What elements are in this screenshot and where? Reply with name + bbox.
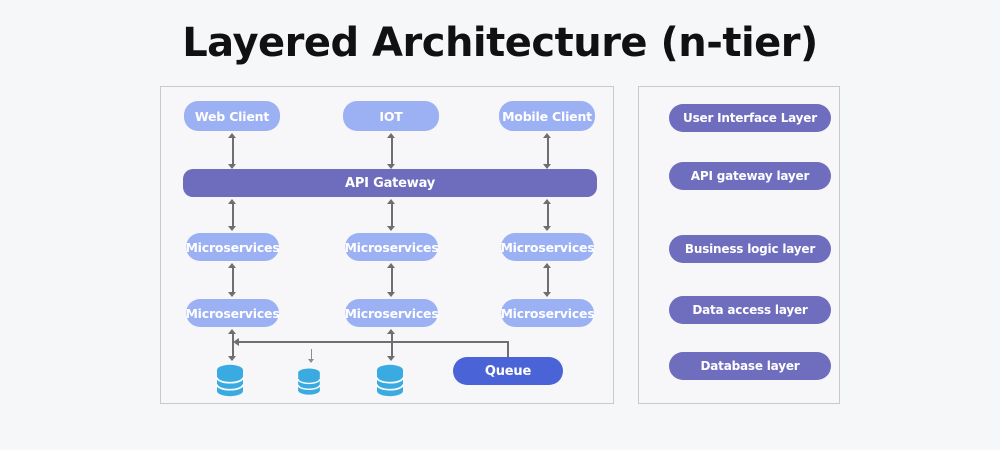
arrow-shaft — [232, 333, 234, 357]
page-title: Layered Architecture (n-tier) — [182, 20, 818, 66]
arrow-queue-line-database-2 — [308, 345, 315, 363]
arrow-mobile-client-gateway — [543, 133, 552, 169]
node-microservice-r2-c3[interactable]: Microservices — [500, 299, 595, 327]
node-microservice-r2-c2[interactable]: Microservices — [344, 299, 439, 327]
arrow-iot-gateway — [387, 133, 396, 169]
node-microservice-r1-c3[interactable]: Microservices — [500, 233, 595, 261]
connector-arrowhead-left — [233, 337, 239, 346]
node-label: Mobile Client — [502, 108, 592, 124]
arrow-gateway-microservice-2 — [387, 199, 396, 231]
node-label: Web Client — [194, 108, 270, 124]
arrow-shaft — [232, 203, 234, 227]
arrowhead-up — [228, 199, 236, 204]
arrowhead-down — [387, 226, 395, 231]
arrow-gateway-microservice-3 — [543, 199, 552, 231]
node-label: API Gateway — [344, 175, 436, 191]
arrow-shaft — [391, 333, 393, 357]
connector-vertical-drop — [507, 341, 509, 359]
layer-item-database[interactable]: Database layer — [669, 352, 831, 380]
node-queue[interactable]: Queue — [453, 357, 563, 385]
node-api-gateway[interactable]: API Gateway — [183, 169, 597, 197]
arrow-shaft — [547, 203, 549, 227]
arrow-microservice-r2c1-database-1 — [228, 329, 237, 361]
database-cylinder-icon — [297, 368, 321, 395]
arrowhead-down — [228, 292, 236, 297]
arrowhead-up — [543, 263, 551, 268]
layer-label: Data access layer — [692, 303, 808, 317]
database-icon-3[interactable] — [372, 363, 408, 399]
node-label: Microservices — [344, 305, 439, 321]
layer-item-data-access[interactable]: Data access layer — [669, 296, 831, 324]
node-iot[interactable]: IOT — [343, 101, 439, 131]
node-web-client[interactable]: Web Client — [184, 101, 280, 131]
arrowhead-up — [387, 263, 395, 268]
node-microservice-r1-c1[interactable]: Microservices — [185, 233, 280, 261]
arrow-microservice-r1c1-r2c1 — [228, 263, 237, 297]
layer-item-business-logic[interactable]: Business logic layer — [669, 235, 831, 263]
node-mobile-client[interactable]: Mobile Client — [499, 101, 595, 131]
layer-label: Database layer — [700, 359, 800, 373]
arrowhead-down — [308, 359, 314, 363]
layer-label: User Interface Layer — [683, 111, 817, 125]
arrowhead-down — [387, 164, 395, 169]
arrowhead-down — [228, 226, 236, 231]
arrowhead-down — [228, 356, 236, 361]
node-label: Microservices — [344, 239, 439, 255]
arrow-shaft — [547, 137, 549, 165]
arrowhead-up — [387, 329, 395, 334]
arrowhead-up — [228, 263, 236, 268]
arrow-gateway-microservice-1 — [228, 199, 237, 231]
arrowhead-up — [387, 199, 395, 204]
arrow-shaft — [391, 267, 393, 293]
arrowhead-up — [228, 329, 236, 334]
arrow-web-client-gateway — [228, 133, 237, 169]
database-icon-2[interactable] — [294, 367, 324, 397]
database-cylinder-icon — [376, 364, 404, 397]
node-label: Microservices — [500, 305, 595, 321]
database-cylinder-icon — [216, 364, 244, 397]
node-label: Microservices — [185, 305, 280, 321]
layer-label: Business logic layer — [684, 242, 816, 256]
database-icon-1[interactable] — [212, 363, 248, 399]
node-label: IOT — [379, 108, 403, 124]
arrow-shaft — [232, 137, 234, 165]
arrowhead-up — [387, 133, 395, 138]
layer-item-api-gateway[interactable]: API gateway layer — [669, 162, 831, 190]
arrow-shaft — [547, 267, 549, 293]
node-microservice-r1-c2[interactable]: Microservices — [344, 233, 439, 261]
arrowhead-up — [228, 133, 236, 138]
arrow-shaft — [391, 203, 393, 227]
node-label: Queue — [484, 363, 532, 379]
node-label: Microservices — [185, 239, 280, 255]
arrow-microservice-r2c2-database-3 — [387, 329, 396, 361]
node-microservice-r2-c1[interactable]: Microservices — [185, 299, 280, 327]
layer-label: API gateway layer — [690, 169, 810, 183]
arrow-shaft — [311, 349, 313, 359]
arrowhead-down — [543, 292, 551, 297]
arrowhead-down — [543, 226, 551, 231]
arrowhead-down — [228, 164, 236, 169]
arrowhead-down — [543, 164, 551, 169]
arrow-shaft — [232, 267, 234, 293]
arrowhead-down — [387, 356, 395, 361]
layer-item-user-interface[interactable]: User Interface Layer — [669, 104, 831, 132]
arrow-microservice-r1c3-r2c3 — [543, 263, 552, 297]
arrowhead-up — [543, 133, 551, 138]
node-label: Microservices — [500, 239, 595, 255]
connector-horizontal-line — [239, 341, 509, 343]
layers-legend-panel: User Interface Layer API gateway layer B… — [638, 86, 840, 404]
arrowhead-down — [387, 292, 395, 297]
arrow-microservice-r1c2-r2c2 — [387, 263, 396, 297]
architecture-diagram-panel: Web Client IOT Mobile Client API Gateway — [160, 86, 614, 404]
arrowhead-up — [543, 199, 551, 204]
arrow-shaft — [391, 137, 393, 165]
